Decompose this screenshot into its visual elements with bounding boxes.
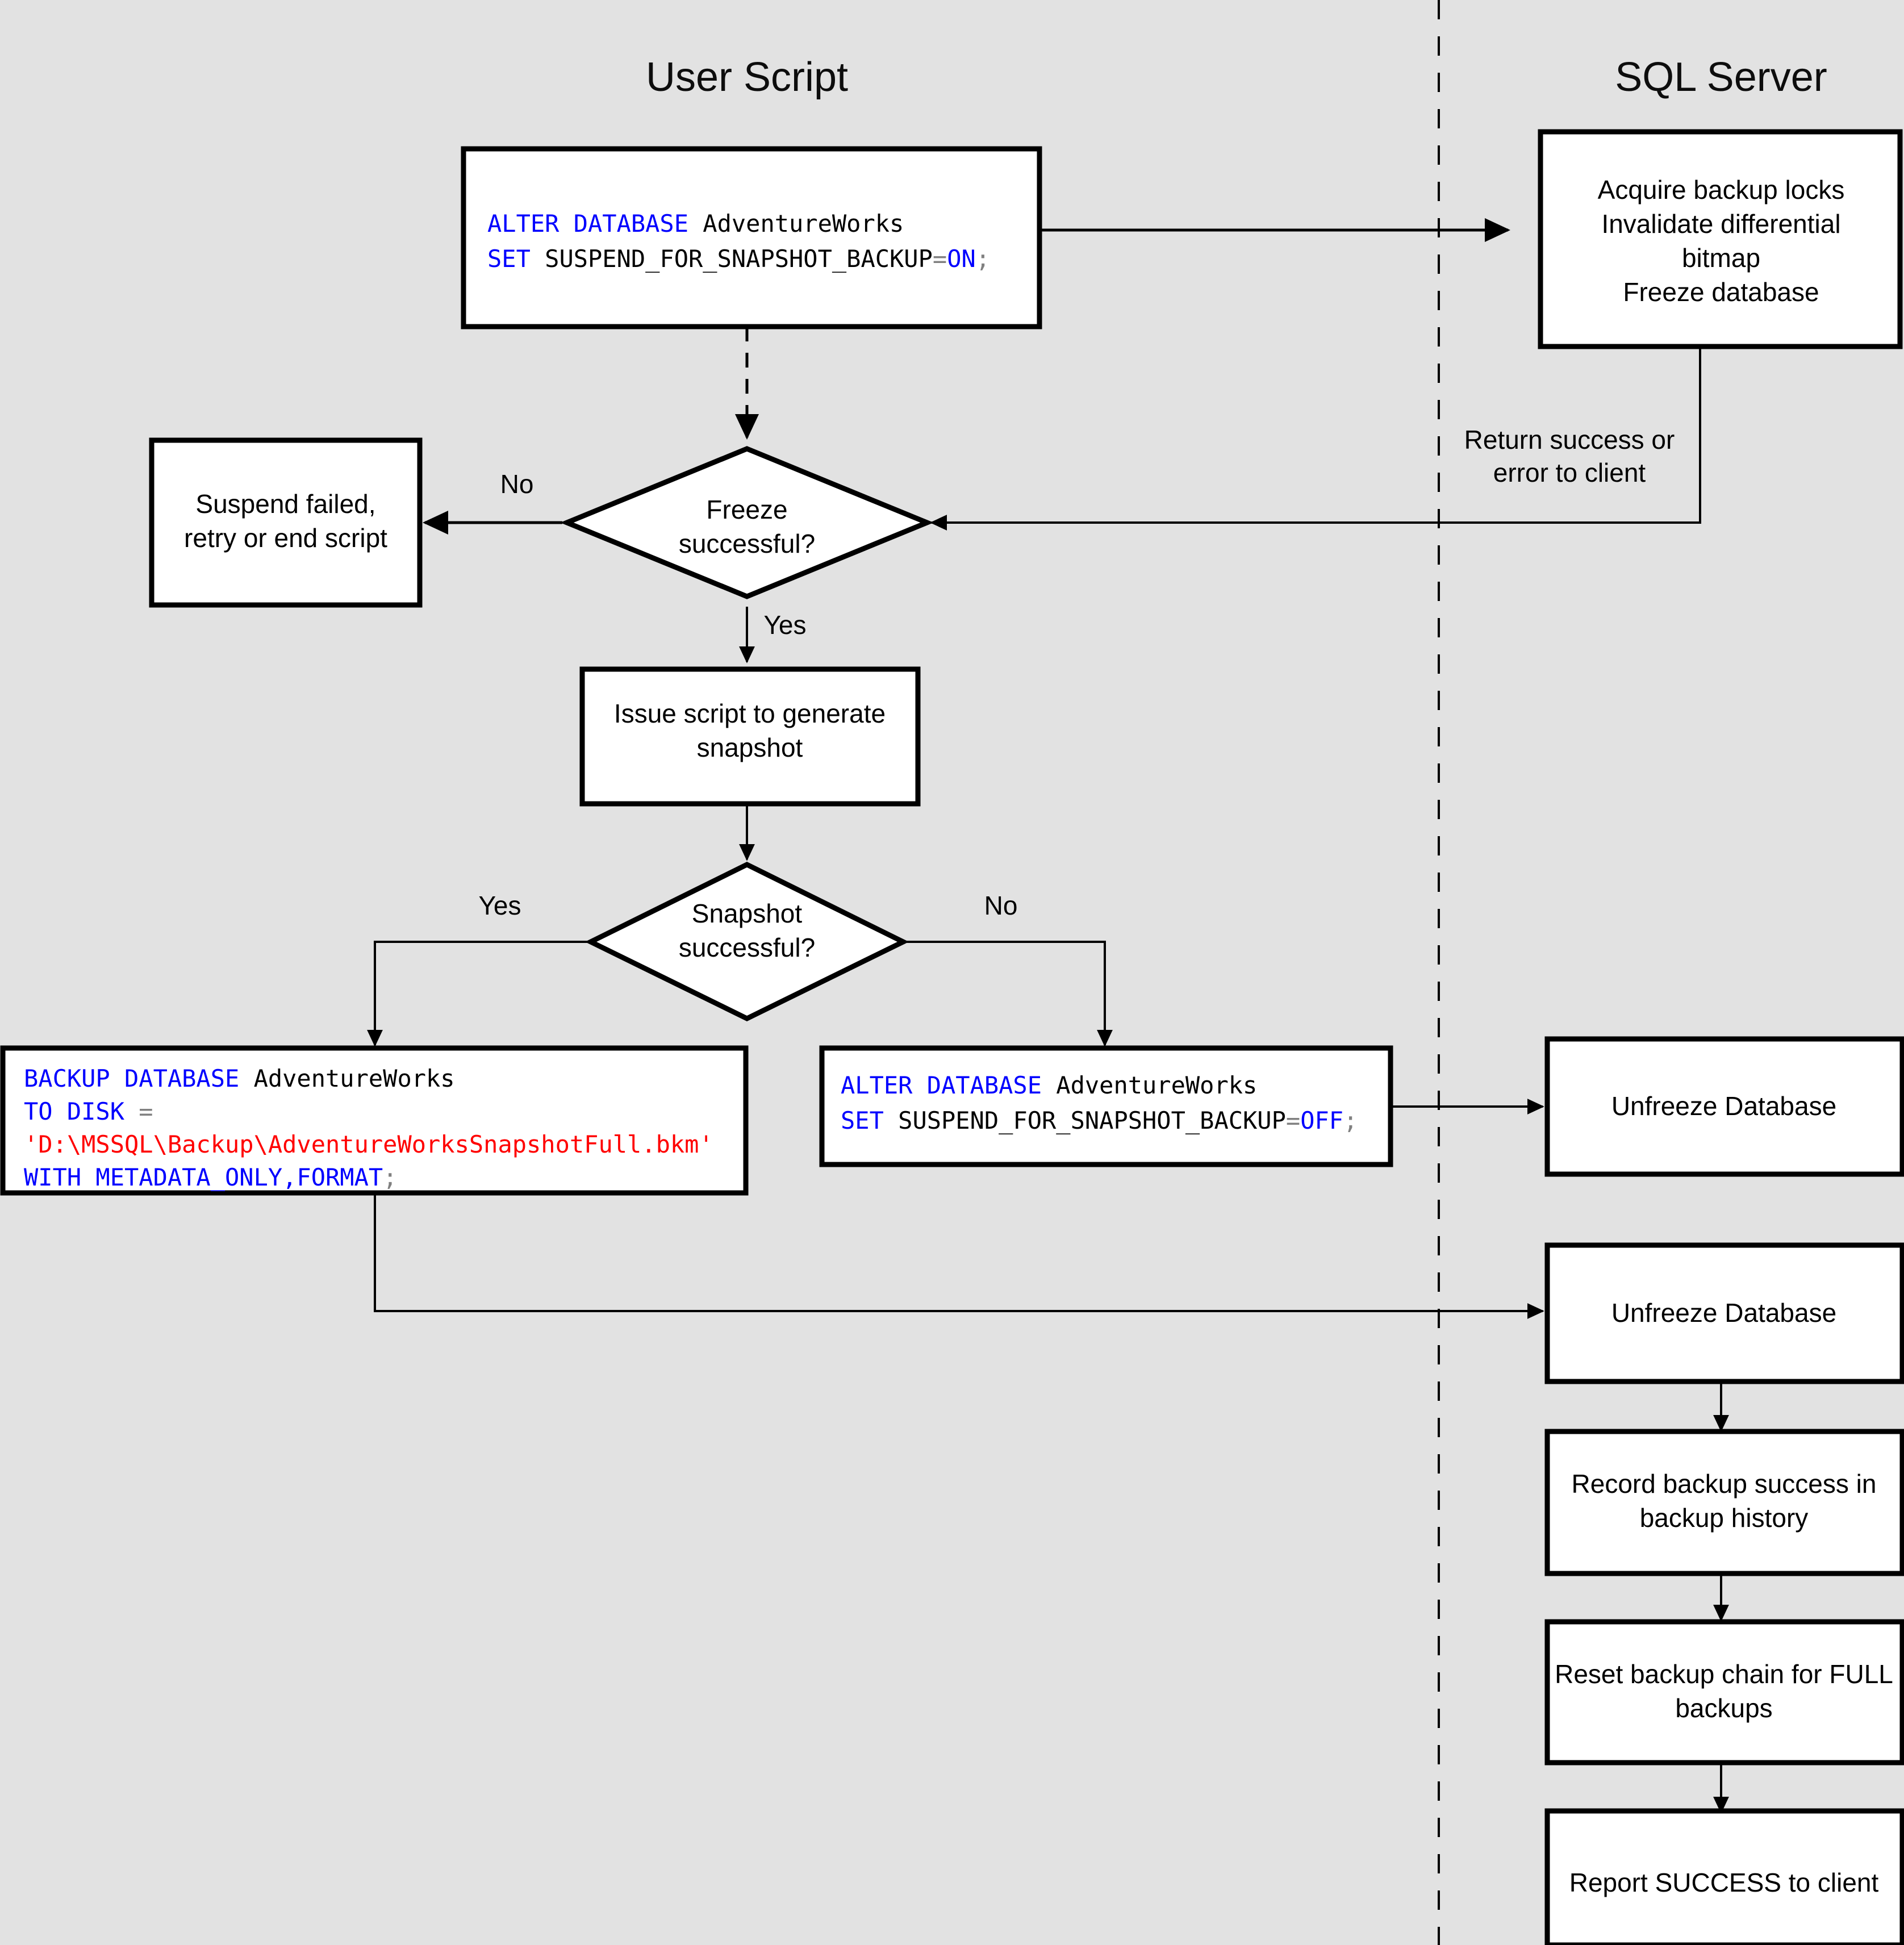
node-reset-chain-line-2: backups bbox=[1675, 1693, 1772, 1723]
edge-snapshot-yes-to-backup-database bbox=[367, 941, 592, 1047]
node-alter-on-line-2: SET SUSPEND_FOR_SNAPSHOT_BACKUP=ON; bbox=[487, 245, 990, 273]
node-report-success-label: Report SUCCESS to client bbox=[1569, 1868, 1879, 1897]
node-acquire-locks-line-4: Freeze database bbox=[1623, 277, 1819, 307]
node-backup-database[interactable]: BACKUP DATABASE AdventureWorks TO DISK =… bbox=[0, 1045, 749, 1196]
edge-label-snapshot-no: No bbox=[984, 891, 1018, 920]
node-acquire-locks-line-2: Invalidate differential bbox=[1601, 209, 1840, 239]
node-alter-database-on[interactable]: ALTER DATABASE AdventureWorks SET SUSPEN… bbox=[461, 146, 1042, 329]
node-reset-chain-line-1: Reset backup chain for FULL bbox=[1555, 1659, 1893, 1689]
edge-label-return-success-line2: error to client bbox=[1493, 458, 1646, 487]
node-reset-backup-chain[interactable]: Reset backup chain for FULL backups bbox=[1544, 1619, 1904, 1765]
node-unfreeze-database-1[interactable]: Unfreeze Database bbox=[1544, 1036, 1904, 1177]
node-alter-database-off[interactable]: ALTER DATABASE AdventureWorks SET SUSPEN… bbox=[819, 1045, 1393, 1167]
node-alter-on-line-1: ALTER DATABASE AdventureWorks bbox=[487, 210, 904, 237]
node-alter-off-line-1: ALTER DATABASE AdventureWorks bbox=[841, 1071, 1257, 1099]
node-unfreeze-2-label: Unfreeze Database bbox=[1611, 1298, 1836, 1328]
node-record-success-line-1: Record backup success in bbox=[1572, 1469, 1877, 1499]
edge-backup-database-to-unfreeze-2 bbox=[374, 1193, 1544, 1319]
edge-label-snapshot-yes: Yes bbox=[478, 891, 521, 920]
node-issue-script[interactable]: Issue script to generate snapshot bbox=[579, 666, 921, 807]
node-snapshot-decision-line-2: successful? bbox=[679, 933, 815, 962]
edge-acquire-locks-to-freeze-decision bbox=[930, 347, 1701, 531]
node-backup-line-2: TO DISK = bbox=[24, 1097, 153, 1125]
lane-title-user-script: User Script bbox=[646, 55, 848, 100]
node-backup-line-3: 'D:\MSSQL\Backup\AdventureWorksSnapshotF… bbox=[24, 1130, 713, 1158]
node-snapshot-successful-decision[interactable]: Snapshot successful? bbox=[584, 861, 909, 1022]
node-acquire-backup-locks[interactable]: Acquire backup locks Invalidate differen… bbox=[1538, 129, 1903, 349]
node-acquire-locks-line-3: bitmap bbox=[1682, 243, 1760, 273]
edge-label-return-success-line1: Return success or bbox=[1464, 425, 1675, 454]
node-record-backup-success[interactable]: Record backup success in backup history bbox=[1544, 1429, 1904, 1576]
node-issue-script-line-1: Issue script to generate bbox=[614, 699, 886, 728]
node-report-success[interactable]: Report SUCCESS to client bbox=[1544, 1808, 1904, 1945]
node-unfreeze-1-label: Unfreeze Database bbox=[1611, 1091, 1836, 1121]
node-snapshot-decision-line-1: Snapshot bbox=[692, 899, 803, 928]
edge-label-freeze-no: No bbox=[500, 469, 534, 499]
node-acquire-locks-line-1: Acquire backup locks bbox=[1598, 175, 1845, 204]
node-backup-line-4: WITH METADATA_ONLY,FORMAT; bbox=[24, 1163, 397, 1191]
node-suspend-failed[interactable]: Suspend failed, retry or end script bbox=[149, 437, 423, 608]
node-freeze-decision-line-1: Freeze bbox=[706, 495, 787, 524]
node-alter-off-line-2: SET SUSPEND_FOR_SNAPSHOT_BACKUP=OFF; bbox=[841, 1107, 1358, 1134]
edge-label-freeze-yes: Yes bbox=[763, 610, 806, 640]
node-issue-script-line-2: snapshot bbox=[697, 733, 803, 762]
node-unfreeze-database-2[interactable]: Unfreeze Database bbox=[1544, 1242, 1904, 1384]
node-record-success-line-2: backup history bbox=[1640, 1503, 1809, 1533]
node-freeze-decision-line-2: successful? bbox=[679, 529, 815, 558]
node-freeze-successful-decision[interactable]: Freeze successful? bbox=[560, 446, 934, 599]
node-suspend-failed-line-1: Suspend failed, bbox=[195, 489, 375, 519]
node-backup-line-1: BACKUP DATABASE AdventureWorks bbox=[24, 1065, 455, 1092]
edge-snapshot-no-to-alter-off bbox=[902, 941, 1113, 1047]
lane-title-sql-server: SQL Server bbox=[1615, 55, 1827, 100]
node-suspend-failed-line-2: retry or end script bbox=[184, 523, 387, 553]
